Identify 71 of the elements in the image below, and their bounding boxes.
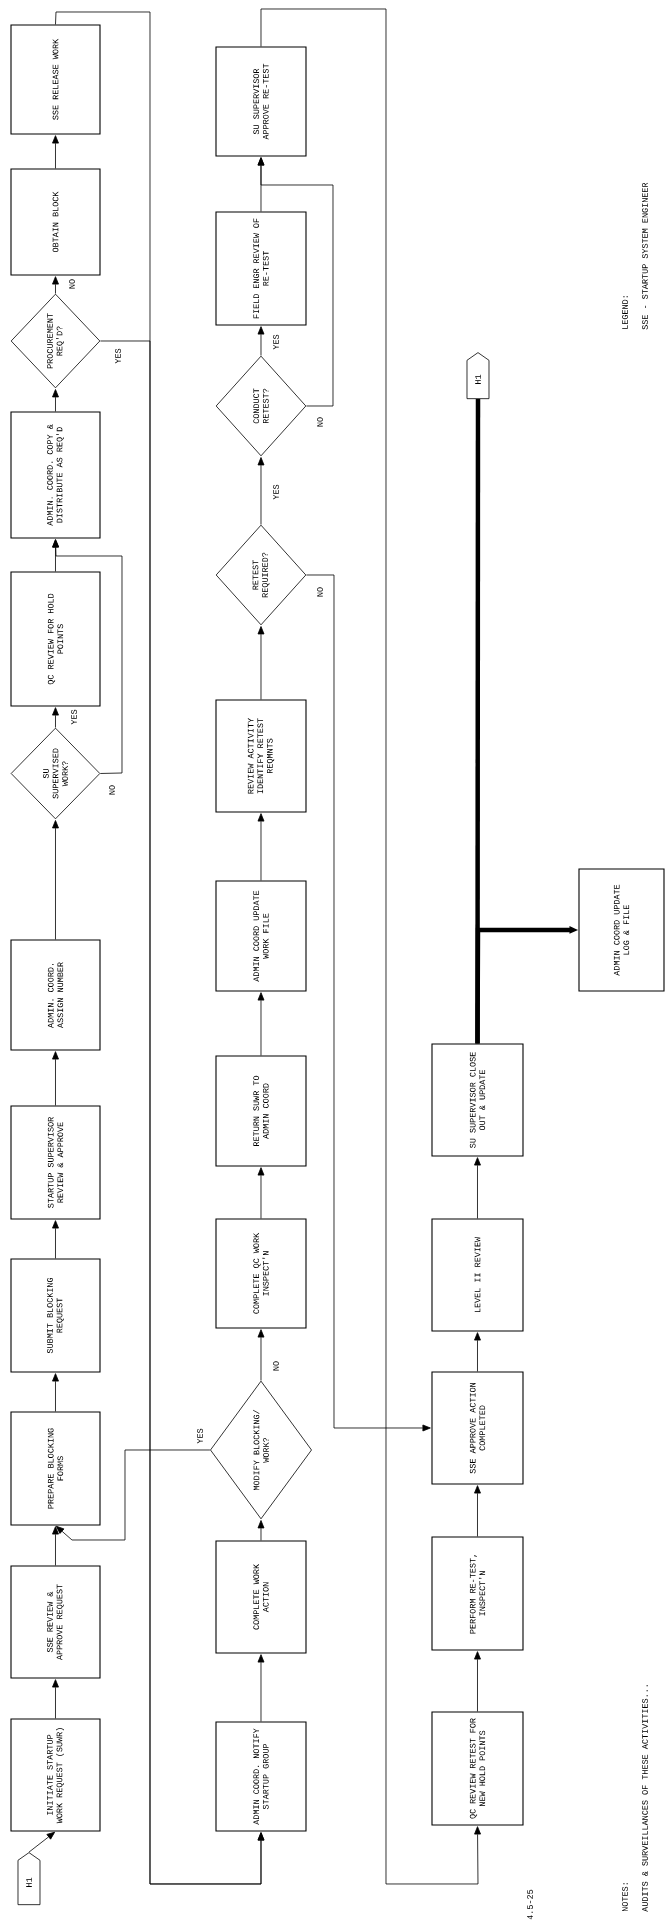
arrow xyxy=(257,1654,265,1722)
arrow xyxy=(52,1526,59,1566)
process-box: REVIEW ACTIVITY IDENTIFY RETEST REQMNTS xyxy=(215,699,307,813)
arrow xyxy=(260,8,481,1885)
arrow xyxy=(257,813,265,881)
edge-label: YES xyxy=(272,333,280,351)
edge-label: NO xyxy=(272,1360,280,1372)
arrow xyxy=(474,1157,481,1219)
arrow xyxy=(52,276,59,294)
legend-heading: LEGEND: xyxy=(622,296,628,329)
process-box: SU SUPERVISOR APPROVE RE-TEST xyxy=(215,46,307,157)
arrow xyxy=(474,1651,481,1712)
edge-label: NO xyxy=(316,416,324,428)
process-box: COMPLETE WORK ACTION xyxy=(215,1540,307,1654)
process-box: FIELD ENGR REVIEW OF RE-TEST xyxy=(215,211,307,326)
process-box: QC REVIEW RETEST FOR NEW HOLD POINTS xyxy=(431,1711,524,1826)
arrow xyxy=(52,820,59,940)
arrow xyxy=(52,1373,59,1412)
edge-label: NO xyxy=(316,586,324,598)
edge-label: YES xyxy=(70,708,78,726)
process-box: ADMIN COORD UPDATE LOG & FILE xyxy=(578,868,665,992)
process-box: INITIATE STARTUP WORK REQUEST (SUWR) xyxy=(10,1718,101,1832)
arrow xyxy=(52,539,59,572)
arrow xyxy=(52,389,59,412)
process-box: SSE RELEASE WORK xyxy=(10,24,101,135)
page-number: 4.5-25 xyxy=(527,1889,533,1920)
edge-label: NO xyxy=(68,278,76,290)
edge-label: YES xyxy=(196,1427,204,1445)
process-box: PREPARE BLOCKING FORMS xyxy=(10,1411,101,1526)
process-box: PERFORM RE-TEST, INSPECT'N xyxy=(431,1536,524,1651)
process-box: COMPLETE QC WORK INSPECT'N xyxy=(215,1218,307,1329)
arrow xyxy=(257,1167,265,1219)
notes-heading: NOTES: xyxy=(622,1883,628,1912)
process-box: ADMIN. COORD. COPY & DISTRIBUTE AS REQ'D xyxy=(10,411,101,539)
arrow xyxy=(55,11,265,1885)
edge-label: YES xyxy=(272,483,280,501)
arrow xyxy=(257,157,265,212)
arrow xyxy=(474,1332,481,1372)
note-text: AUDITS & SURVEILLANCES OF THESE ACTIVITIES... xyxy=(642,1685,648,1912)
arrow xyxy=(306,574,431,1432)
arrow xyxy=(474,1485,481,1537)
arrow xyxy=(28,1831,56,1853)
arrow xyxy=(52,1220,59,1259)
process-box: ADMIN. COORD. ASSIGN NUMBER xyxy=(10,939,101,1051)
process-box: SU SUPERVISOR CLOSE OUT & UPDATE xyxy=(431,1043,524,1157)
arrow xyxy=(257,326,265,356)
process-box: OBTAIN BLOCK xyxy=(10,168,101,276)
arrow xyxy=(52,1051,59,1106)
process-box: SUBMIT BLOCKING REQUEST xyxy=(10,1258,101,1373)
process-box: SSE APPROVE ACTION COMPLETED xyxy=(431,1371,524,1485)
process-box: LEVEL II REVIEW xyxy=(431,1218,524,1332)
edge-label: YES xyxy=(114,347,122,365)
offpage-connector: H1 xyxy=(466,352,490,400)
arrow xyxy=(52,1679,59,1719)
edge-label: NO xyxy=(108,784,116,796)
process-box: ADMIN COORD. NOTIFY STARTUP GROUP xyxy=(215,1721,307,1832)
offpage-connector: H1 xyxy=(17,1852,41,1906)
arrow xyxy=(257,457,265,525)
arrow xyxy=(257,1520,265,1541)
process-box: QC REVIEW FOR HOLD POINTS xyxy=(10,571,101,707)
arrow xyxy=(52,707,59,728)
arrow xyxy=(257,626,265,700)
process-box: RETURN SUWR TO ADMIN COORD xyxy=(215,1055,307,1167)
arrow xyxy=(55,1449,211,1541)
process-box: ADMIN COORD UPDATE WORK FILE xyxy=(215,880,307,992)
arrow xyxy=(52,135,59,169)
process-box: STARTUP SUPERVISOR REVIEW & APPROVE xyxy=(10,1105,101,1220)
process-box: SSE REVIEW & APPROVE REQUEST xyxy=(10,1565,101,1679)
arrow xyxy=(257,992,265,1056)
legend-text: SSE - STARTUP SYSTEM ENGINEER xyxy=(642,182,648,330)
arrow xyxy=(257,1329,265,1381)
